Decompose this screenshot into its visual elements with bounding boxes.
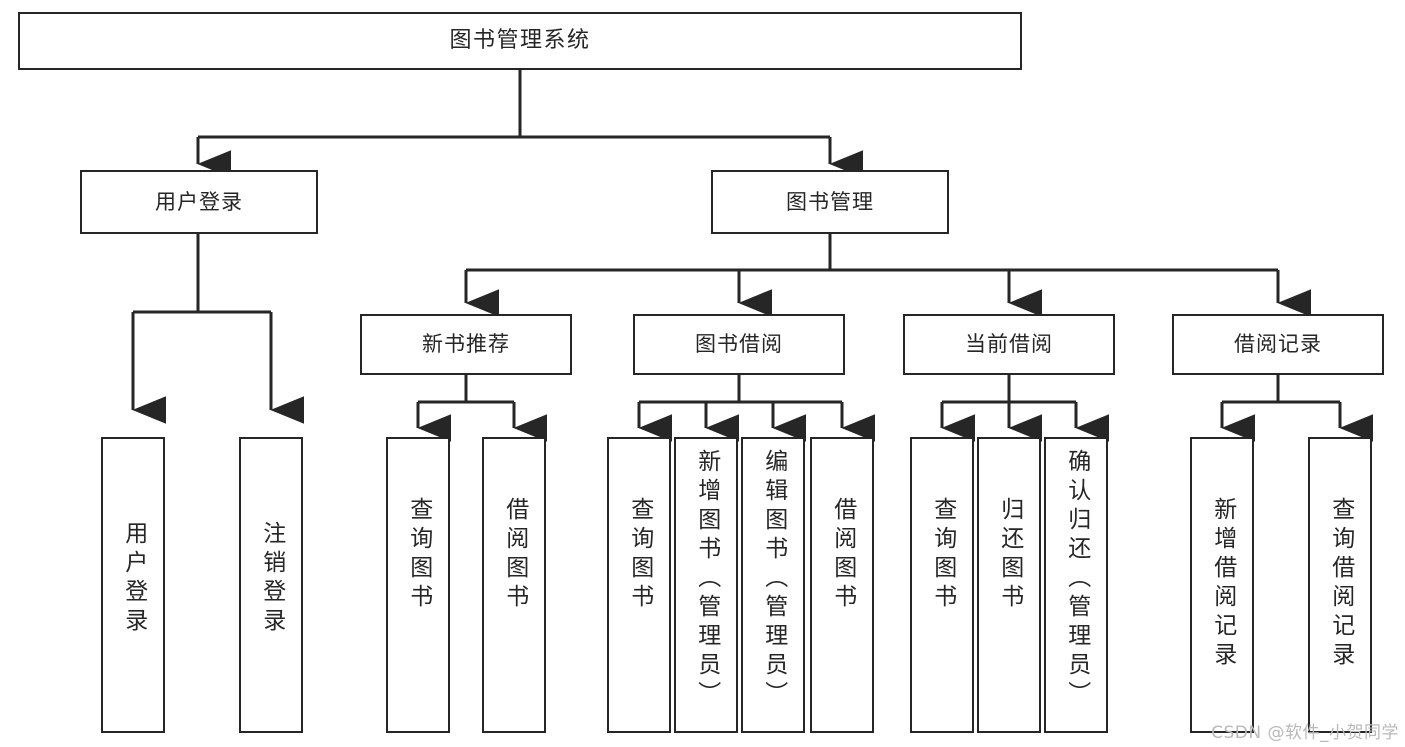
node-user-login-label: 用户登录 [155, 189, 243, 214]
node-root[interactable]: 图书管理系统 [18, 12, 1022, 70]
node-leaf-query-book-1[interactable]: 查询图书 [386, 437, 450, 733]
node-book-borrow[interactable]: 图书借阅 [633, 314, 845, 375]
node-root-label: 图书管理系统 [449, 28, 591, 54]
node-borrow-record[interactable]: 借阅记录 [1172, 314, 1384, 375]
node-leaf-borrow-book-1[interactable]: 借阅图书 [482, 437, 546, 733]
node-current-borrow-label: 当前借阅 [965, 332, 1053, 357]
node-book-manage-label: 图书管理 [786, 189, 874, 214]
node-leaf-add-record[interactable]: 新增借阅记录 [1190, 437, 1254, 733]
node-user-login[interactable]: 用户登录 [80, 170, 318, 234]
node-leaf-borrow-book-1-label: 借阅图书 [501, 497, 528, 613]
node-book-manage[interactable]: 图书管理 [711, 170, 949, 234]
node-new-book-recommend[interactable]: 新书推荐 [360, 314, 572, 375]
node-leaf-query-book-1-label: 查询图书 [405, 497, 432, 613]
node-leaf-query-book-2-label: 查询图书 [626, 497, 653, 613]
node-leaf-add-record-label: 新增借阅记录 [1209, 497, 1236, 671]
node-leaf-return-book-label: 归还图书 [996, 497, 1023, 613]
node-leaf-add-book-label: 新增图书（管理员） [693, 449, 720, 710]
node-leaf-confirm-return[interactable]: 确认归还（管理员） [1044, 437, 1108, 733]
node-leaf-user-login[interactable]: 用户登录 [101, 437, 165, 733]
node-leaf-edit-book-label: 编辑图书（管理员） [760, 449, 787, 710]
node-leaf-add-book[interactable]: 新增图书（管理员） [674, 437, 738, 733]
node-leaf-query-record[interactable]: 查询借阅记录 [1308, 437, 1372, 733]
node-book-borrow-label: 图书借阅 [695, 332, 783, 357]
node-leaf-query-book-3[interactable]: 查询图书 [910, 437, 974, 733]
node-leaf-query-book-2[interactable]: 查询图书 [607, 437, 671, 733]
node-leaf-borrow-book-2-label: 借阅图书 [829, 497, 856, 613]
node-leaf-edit-book[interactable]: 编辑图书（管理员） [741, 437, 805, 733]
watermark: CSDN @软件_小贺同学 [1211, 723, 1399, 743]
node-new-book-recommend-label: 新书推荐 [422, 332, 510, 357]
node-leaf-logout-login[interactable]: 注销登录 [239, 437, 303, 733]
node-leaf-borrow-book-2[interactable]: 借阅图书 [810, 437, 874, 733]
node-leaf-query-record-label: 查询借阅记录 [1327, 497, 1354, 671]
node-leaf-confirm-return-label: 确认归还（管理员） [1063, 449, 1090, 710]
node-current-borrow[interactable]: 当前借阅 [903, 314, 1115, 375]
node-leaf-return-book[interactable]: 归还图书 [977, 437, 1041, 733]
node-leaf-query-book-3-label: 查询图书 [929, 497, 956, 613]
node-borrow-record-label: 借阅记录 [1234, 332, 1322, 357]
node-leaf-user-login-label: 用户登录 [120, 521, 147, 637]
node-leaf-logout-login-label: 注销登录 [258, 521, 285, 637]
